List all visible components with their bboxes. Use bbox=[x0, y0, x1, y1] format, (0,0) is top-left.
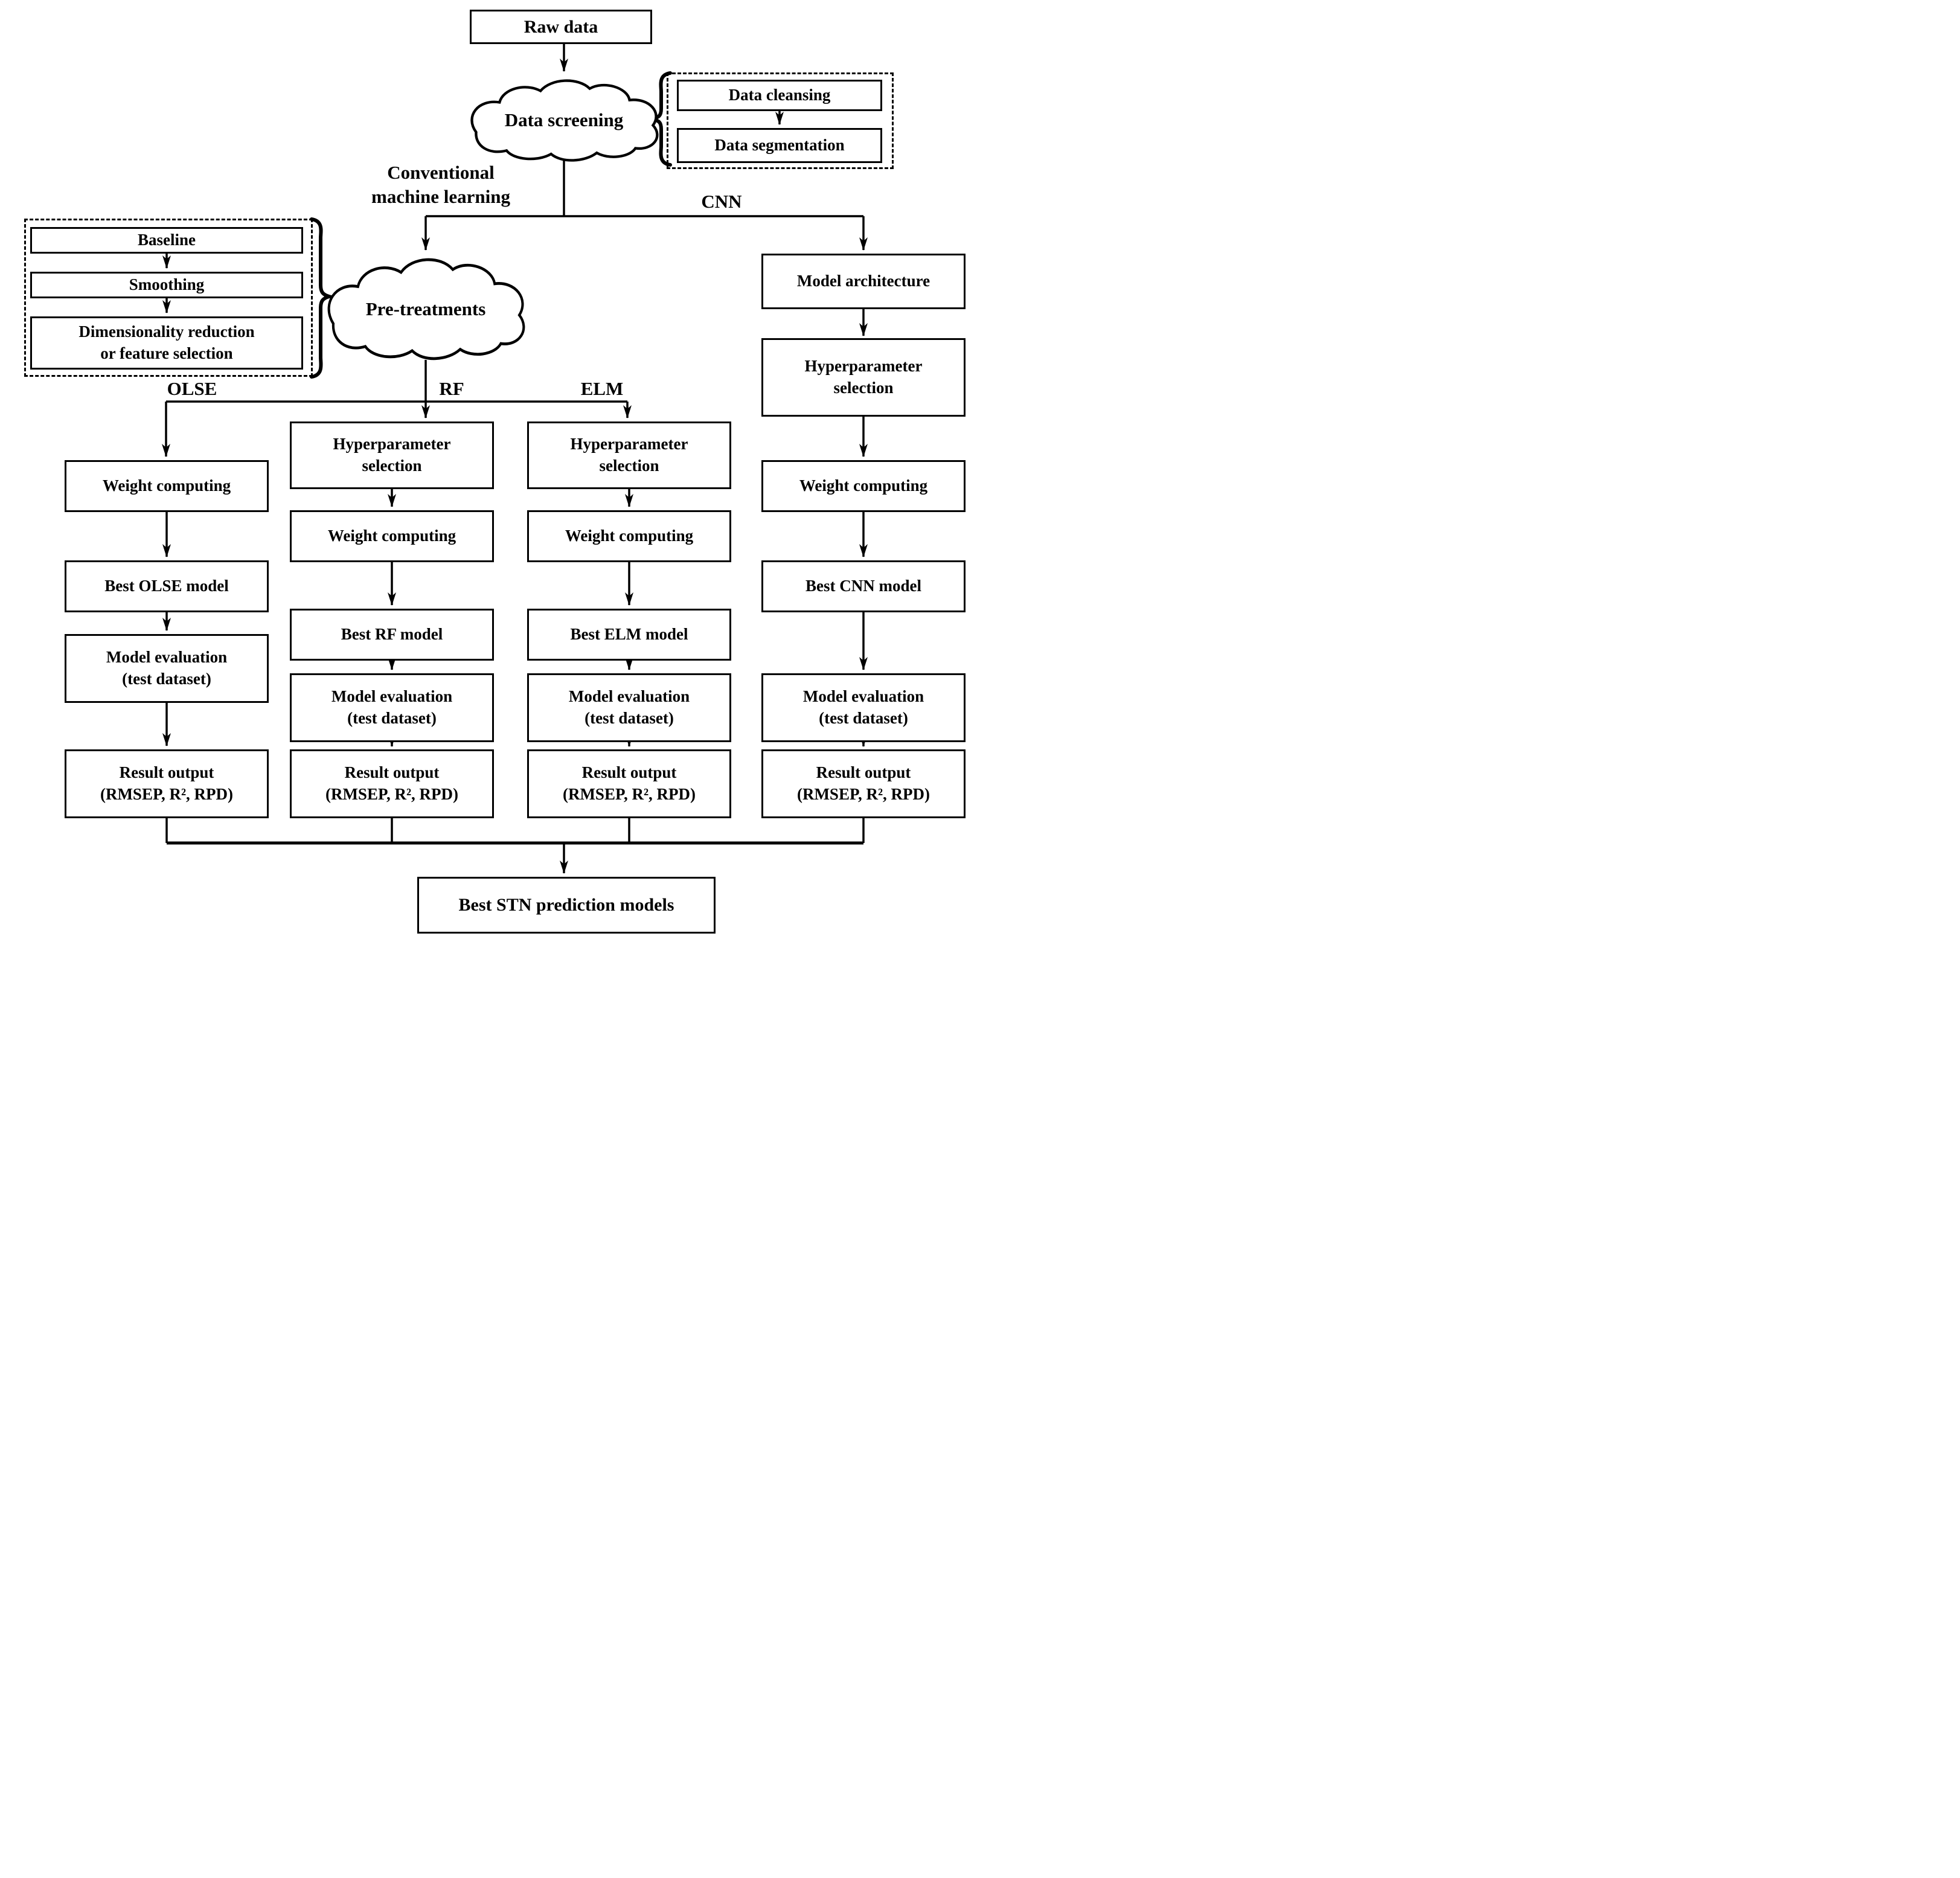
branch-label-cnn: CNN bbox=[701, 191, 742, 212]
node-cnn-weight-computing: Weight computing bbox=[761, 460, 966, 512]
group-data-screening-steps bbox=[667, 72, 894, 169]
brace-pretreatments-group bbox=[310, 217, 336, 379]
node-model-architecture: Model architecture bbox=[761, 254, 966, 309]
branch-label-conventional-ml: Conventional machine learning bbox=[371, 162, 510, 207]
node-dimensionality-reduction: Dimensionality reduction or feature sele… bbox=[30, 316, 303, 370]
main-flow-lines bbox=[162, 43, 868, 874]
node-data-cleansing: Data cleansing bbox=[677, 80, 882, 111]
node-baseline: Baseline bbox=[30, 227, 303, 254]
cloud-label-data-screening: Data screening bbox=[504, 109, 624, 130]
branch-label-rf: RF bbox=[439, 378, 464, 399]
node-elm-result-output: Result output (RMSEP, R², RPD) bbox=[527, 749, 731, 818]
node-best-rf-model: Best RF model bbox=[290, 609, 494, 661]
node-olse-model-evaluation: Model evaluation (test dataset) bbox=[65, 634, 269, 703]
group-pretreatment-steps bbox=[24, 219, 313, 377]
node-elm-hyperparameter-selection: Hyperparameter selection bbox=[527, 421, 731, 489]
node-best-elm-model: Best ELM model bbox=[527, 609, 731, 661]
node-cnn-result-output: Result output (RMSEP, R², RPD) bbox=[761, 749, 966, 818]
node-data-segmentation: Data segmentation bbox=[677, 128, 882, 163]
flowchart-canvas: Raw data Data screening Data cleansing D… bbox=[0, 0, 980, 939]
node-rf-model-evaluation: Model evaluation (test dataset) bbox=[290, 673, 494, 742]
node-raw-data: Raw data bbox=[470, 10, 652, 44]
node-cnn-model-evaluation: Model evaluation (test dataset) bbox=[761, 673, 966, 742]
node-cnn-hyperparameter-selection: Hyperparameter selection bbox=[761, 338, 966, 417]
node-rf-hyperparameter-selection: Hyperparameter selection bbox=[290, 421, 494, 489]
node-olse-weight-computing: Weight computing bbox=[65, 460, 269, 512]
node-best-stn-prediction-models: Best STN prediction models bbox=[417, 877, 716, 934]
connector-layer bbox=[162, 43, 868, 874]
node-smoothing: Smoothing bbox=[30, 272, 303, 298]
node-rf-weight-computing: Weight computing bbox=[290, 510, 494, 562]
node-elm-weight-computing: Weight computing bbox=[527, 510, 731, 562]
node-best-cnn-model: Best CNN model bbox=[761, 560, 966, 612]
cloud-label-pre-treatments: Pre-treatments bbox=[365, 298, 486, 319]
node-best-olse-model: Best OLSE model bbox=[65, 560, 269, 612]
node-elm-model-evaluation: Model evaluation (test dataset) bbox=[527, 673, 731, 742]
node-olse-result-output: Result output (RMSEP, R², RPD) bbox=[65, 749, 269, 818]
branch-label-elm: ELM bbox=[580, 378, 624, 399]
branch-label-olse: OLSE bbox=[167, 378, 217, 399]
node-rf-result-output: Result output (RMSEP, R², RPD) bbox=[290, 749, 494, 818]
